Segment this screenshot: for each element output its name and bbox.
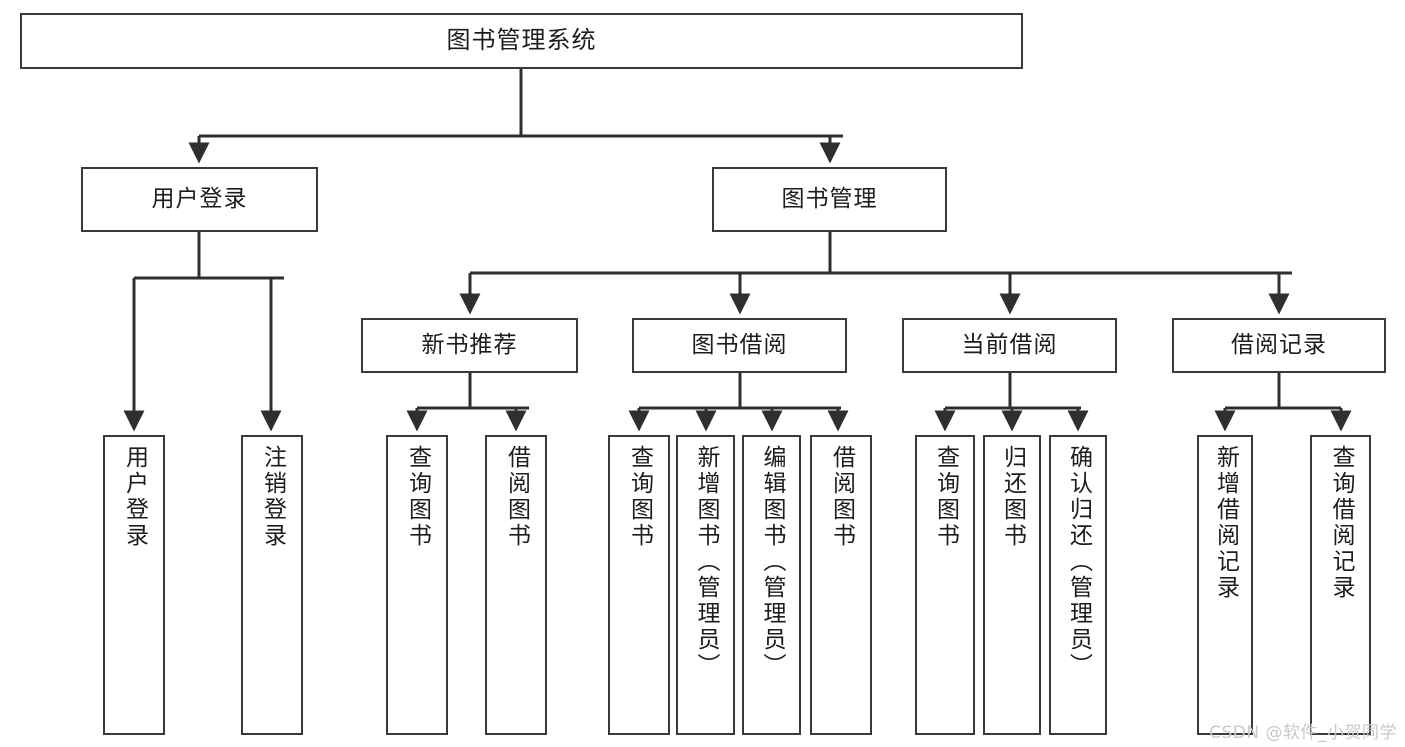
- leaf-borrow-query-book[interactable]: 查询图书: [608, 435, 670, 735]
- leaf-current-query-book[interactable]: 查询图书: [915, 435, 975, 735]
- node-book-borrow[interactable]: 图书借阅: [632, 318, 847, 373]
- leaf-borrow-add-book-label: 新增图书（管理员）: [693, 445, 719, 679]
- leaf-current-confirm-return[interactable]: 确认归还（管理员）: [1049, 435, 1107, 735]
- node-book-borrow-label: 图书借阅: [691, 332, 788, 359]
- leaf-record-query-record-label: 查询借阅记录: [1328, 445, 1354, 601]
- node-book-management-label: 图书管理: [781, 186, 878, 213]
- leaf-user-login[interactable]: 用户登录: [103, 435, 165, 735]
- leaf-borrow-borrow-book[interactable]: 借阅图书: [810, 435, 872, 735]
- node-new-book-recommend[interactable]: 新书推荐: [361, 318, 578, 373]
- leaf-record-add-record[interactable]: 新增借阅记录: [1197, 435, 1253, 735]
- leaf-recommend-query-book[interactable]: 查询图书: [386, 435, 448, 735]
- leaf-borrow-edit-book[interactable]: 编辑图书（管理员）: [742, 435, 801, 735]
- csdn-watermark: CSDN @软件_小贺同学: [1209, 723, 1397, 743]
- node-current-borrow-label: 当前借阅: [961, 332, 1058, 359]
- node-borrow-record-label: 借阅记录: [1231, 332, 1327, 359]
- node-user-login[interactable]: 用户登录: [81, 167, 318, 232]
- leaf-current-confirm-return-label: 确认归还（管理员）: [1065, 445, 1092, 679]
- leaf-recommend-borrow-book[interactable]: 借阅图书: [485, 435, 547, 735]
- leaf-recommend-borrow-book-label: 借阅图书: [503, 445, 530, 549]
- leaf-user-logout[interactable]: 注销登录: [241, 435, 303, 735]
- node-borrow-record[interactable]: 借阅记录: [1172, 318, 1386, 373]
- leaf-record-add-record-label: 新增借阅记录: [1212, 445, 1239, 601]
- leaf-borrow-edit-book-label: 编辑图书（管理员）: [759, 445, 785, 679]
- node-current-borrow[interactable]: 当前借阅: [902, 318, 1117, 373]
- leaf-current-return-book-label: 归还图书: [999, 445, 1026, 549]
- node-root-system-label: 图书管理系统: [446, 26, 597, 55]
- leaf-current-query-book-label: 查询图书: [932, 445, 959, 549]
- node-root-system[interactable]: 图书管理系统: [20, 13, 1023, 69]
- node-book-management[interactable]: 图书管理: [712, 167, 947, 232]
- node-new-book-recommend-label: 新书推荐: [421, 332, 518, 359]
- leaf-borrow-add-book[interactable]: 新增图书（管理员）: [676, 435, 735, 735]
- node-user-login-label: 用户登录: [151, 186, 248, 213]
- leaf-record-query-record[interactable]: 查询借阅记录: [1310, 435, 1371, 735]
- leaf-recommend-query-book-label: 查询图书: [404, 445, 431, 549]
- leaf-current-return-book[interactable]: 归还图书: [983, 435, 1041, 735]
- leaf-borrow-query-book-label: 查询图书: [626, 445, 653, 549]
- leaf-borrow-borrow-book-label: 借阅图书: [828, 445, 855, 549]
- leaf-user-logout-label: 注销登录: [259, 445, 286, 549]
- leaf-user-login-label: 用户登录: [121, 445, 148, 549]
